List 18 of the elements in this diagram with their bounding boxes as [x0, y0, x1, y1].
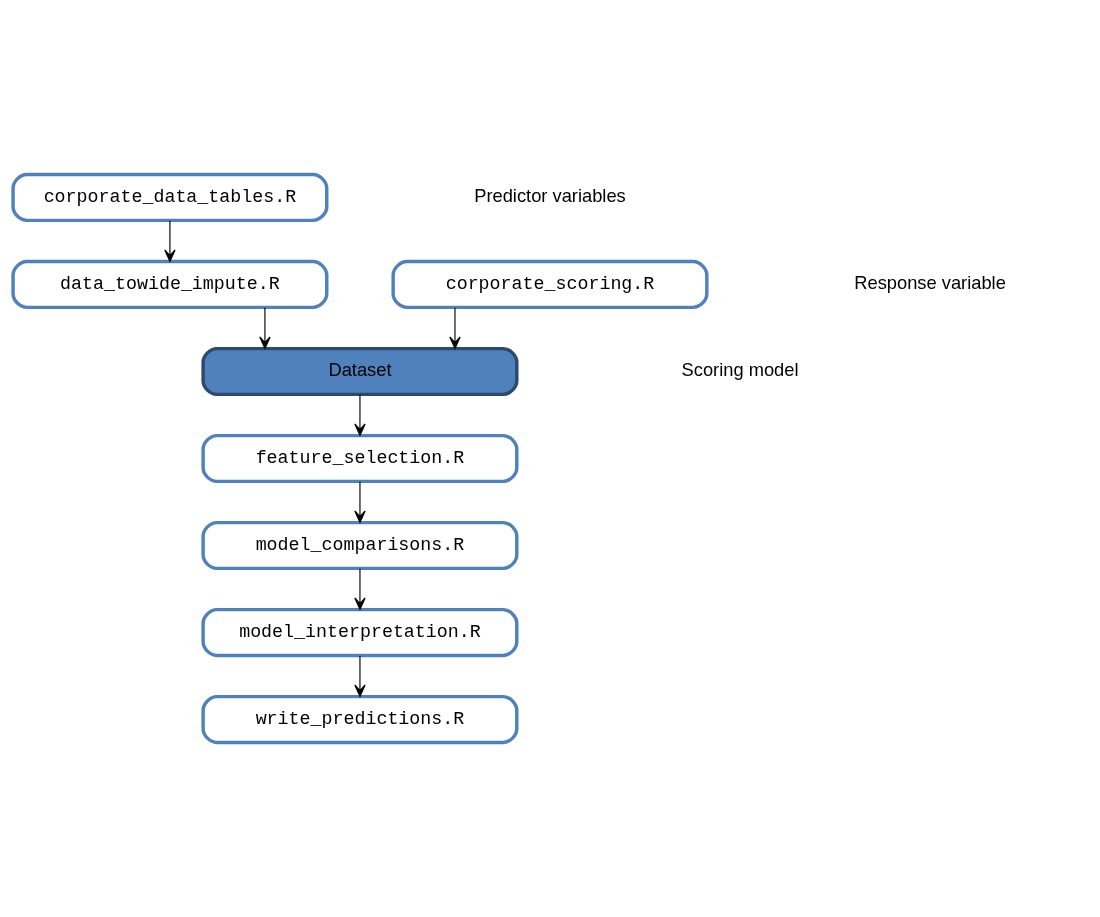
label: Response variable	[854, 271, 1006, 293]
node-box: feature_selection.R	[201, 433, 519, 484]
node-box: data_towide_impute.R	[11, 259, 329, 310]
node-box: Dataset	[201, 346, 519, 397]
arrow	[164, 220, 176, 262]
node-box: model_comparisons.R	[201, 520, 519, 571]
arrow	[354, 481, 366, 523]
arrow	[354, 394, 366, 436]
label: Predictor variables	[474, 184, 626, 206]
node-box: corporate_data_tables.R	[11, 172, 329, 223]
arrow	[449, 307, 461, 349]
arrow	[354, 568, 366, 610]
arrow	[259, 307, 271, 349]
node-box: corporate_scoring.R	[391, 259, 709, 310]
label: Scoring model	[681, 358, 799, 380]
node-box: write_predictions.R	[201, 694, 519, 745]
arrow	[354, 655, 366, 697]
node-box: model_interpretation.R	[201, 607, 519, 658]
